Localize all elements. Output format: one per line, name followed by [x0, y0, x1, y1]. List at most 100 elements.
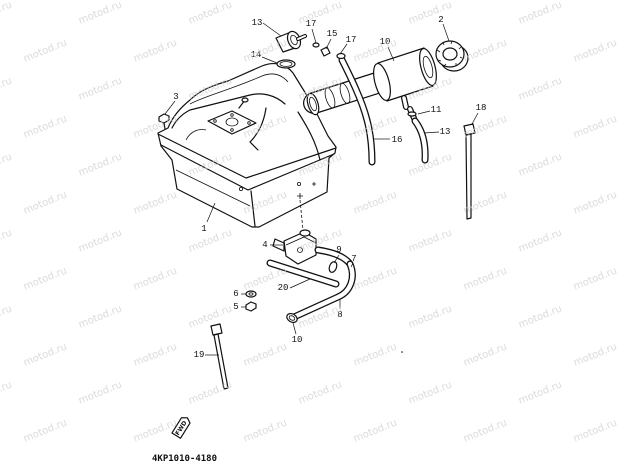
callout-18: 18: [476, 103, 487, 113]
watermark-text: motod.ru: [572, 37, 619, 64]
watermark-text: motod.ru: [517, 75, 564, 102]
watermark-text: motod.ru: [407, 303, 454, 330]
hose-20: [266, 259, 340, 288]
callout-13-hose: 13: [440, 127, 451, 137]
watermark-text: motod.ru: [77, 151, 124, 178]
watermark-text: motod.ru: [517, 151, 564, 178]
watermark-text: motod.ru: [297, 379, 344, 406]
watermark-text: motod.ru: [407, 227, 454, 254]
watermark-text: motod.ru: [517, 303, 564, 330]
watermark-text: motod.ru: [517, 379, 564, 406]
cable-tie-18: [463, 123, 476, 220]
watermark-text: motod.ru: [572, 189, 619, 216]
callout-1: 1: [201, 224, 206, 234]
callout-2: 2: [438, 15, 443, 25]
watermark-text: motod.ru: [77, 379, 124, 406]
callout-17-lower: 17: [346, 35, 357, 45]
watermark-text: motod.ru: [22, 113, 69, 140]
watermark-text: motod.ru: [572, 113, 619, 140]
watermark-text: motod.ru: [407, 0, 454, 27]
watermark-text: motod.ru: [352, 341, 399, 368]
fuel-cock: [272, 229, 317, 265]
filler-neck-grommet: [303, 71, 391, 116]
callouts: 13 17 15 17 14 2 10 3 11 18 13 16 1 4 9 …: [173, 15, 486, 360]
watermark-text: motod.ru: [462, 341, 509, 368]
callout-11: 11: [431, 105, 442, 115]
watermark-text: motod.ru: [132, 37, 179, 64]
watermark-text: motod.ru: [0, 0, 14, 27]
watermark-text: motod.ru: [0, 227, 14, 254]
watermark-text: motod.ru: [242, 341, 289, 368]
clamp-ring-14: [276, 59, 296, 69]
watermark-text: motod.ru: [517, 0, 564, 27]
watermark-text: motod.ru: [132, 417, 179, 444]
watermark-text: motod.ru: [462, 417, 509, 444]
watermark-text: motod.ru: [77, 0, 124, 27]
watermark-text: motod.ru: [187, 227, 234, 254]
clamp-17: [312, 42, 346, 60]
callout-9: 9: [336, 245, 341, 255]
watermark-text: motod.ru: [22, 341, 69, 368]
watermark-text: motod.ru: [572, 265, 619, 292]
watermark-text: motod.ru: [462, 37, 509, 64]
watermark-text: motod.ru: [352, 417, 399, 444]
callout-20: 20: [278, 283, 289, 293]
callout-10-clamp: 10: [292, 335, 303, 345]
bolt-5: [245, 301, 257, 312]
washer-6: [245, 290, 257, 298]
breather-hose-16: [338, 56, 376, 166]
diagram-code: 4KP1010-4180: [152, 454, 217, 464]
watermark-text: motod.ru: [572, 341, 619, 368]
clip-15: [320, 46, 331, 57]
watermark-text: motod.ru: [22, 417, 69, 444]
watermark-text: motod.ru: [352, 265, 399, 292]
watermark-text: motod.ru: [0, 303, 14, 330]
watermark-text: motod.ru: [22, 265, 69, 292]
watermark-layer: motod.ru motod.ru motod.ru motod.ru motod.ru…: [0, 0, 619, 445]
watermark-text: motod.ru: [242, 417, 289, 444]
print-dot: [401, 351, 403, 353]
callout-6: 6: [233, 289, 238, 299]
watermark-text: motod.ru: [297, 0, 344, 27]
watermark-text: motod.ru: [352, 189, 399, 216]
watermark-text: motod.ru: [22, 189, 69, 216]
callout-5: 5: [233, 302, 238, 312]
watermark-text: motod.ru: [0, 75, 14, 102]
watermark-text: motod.ru: [22, 37, 69, 64]
watermark-text: motod.ru: [187, 0, 234, 27]
fuel-tank: [157, 63, 337, 228]
callout-15: 15: [327, 29, 338, 39]
callout-7: 7: [351, 254, 356, 264]
clamp-9: [328, 261, 338, 273]
filler-canister: [373, 47, 437, 110]
watermark-text: motod.ru: [132, 265, 179, 292]
callout-8: 8: [337, 310, 342, 320]
rollover-valve-13: [275, 30, 307, 53]
watermark-text: motod.ru: [517, 227, 564, 254]
watermark-text: motod.ru: [77, 303, 124, 330]
callout-4: 4: [262, 240, 267, 250]
fuel-cap: [435, 40, 469, 72]
watermark-text: motod.ru: [187, 303, 234, 330]
callout-17-upper: 17: [306, 19, 317, 29]
watermark-text: motod.ru: [407, 379, 454, 406]
leader-lines: [164, 22, 479, 356]
watermark-text: motod.ru: [0, 379, 14, 406]
fwd-badge: FWD: [171, 417, 191, 439]
bolt-3: [158, 113, 170, 130]
watermark-text: motod.ru: [132, 341, 179, 368]
watermark-text: motod.ru: [77, 227, 124, 254]
hose-8: [290, 260, 356, 321]
fuel-gauge-plate: [207, 110, 257, 135]
callout-16: 16: [392, 135, 403, 145]
hose-13: [411, 117, 429, 164]
joint-11: [407, 106, 417, 121]
watermark-text: motod.ru: [0, 151, 14, 178]
watermark-text: motod.ru: [407, 151, 454, 178]
callout-3: 3: [173, 92, 178, 102]
watermark-text: motod.ru: [77, 75, 124, 102]
callout-19: 19: [194, 350, 205, 360]
callout-10-canister: 10: [380, 37, 391, 47]
watermark-text: motod.ru: [132, 189, 179, 216]
clamp-10: [286, 312, 298, 324]
